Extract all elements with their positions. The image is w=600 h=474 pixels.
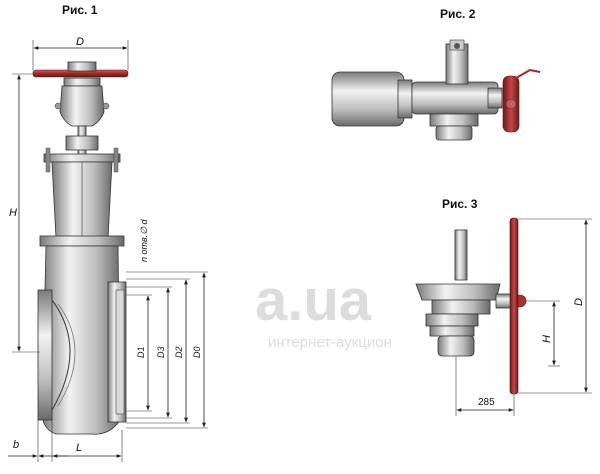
- fig1-body-flange: [39, 235, 125, 247]
- fig1-dim-D2: D2: [174, 346, 184, 358]
- fig3-handwheel: [509, 217, 519, 395]
- fig1-flange-dimensions: [126, 271, 208, 429]
- fig1-body: [41, 245, 121, 435]
- fig3-dim-D: D: [573, 298, 585, 306]
- figure-3: Рис. 3 D H 285: [415, 197, 592, 416]
- fig1-dim-n-holes: n отв.∅ d: [139, 218, 149, 262]
- fig2-coupling: [435, 125, 473, 141]
- fig1-yoke-cap: [63, 77, 101, 87]
- figure-1: Рис. 1 D: [8, 3, 208, 462]
- watermark-text: интернет-аукцион: [268, 334, 392, 351]
- fig3-dim-285: 285: [478, 397, 495, 408]
- fig3-coupling: [437, 335, 475, 357]
- fig3-stem: [454, 229, 468, 281]
- fig1-dim-D3: D3: [156, 346, 166, 358]
- fig2-caption: Рис. 2: [440, 7, 476, 21]
- fig1-dim-H: H: [9, 207, 17, 219]
- fig3-caption: Рис. 3: [442, 197, 478, 211]
- watermark: a.ua интернет-аукцион: [255, 268, 392, 351]
- fig1-bonnet-flange: [43, 153, 121, 163]
- fig1-caption: Рис. 1: [62, 3, 98, 17]
- fig3-gearbox-top: [415, 283, 501, 301]
- fig1-dim-L: L: [76, 442, 82, 454]
- figure-2: Рис. 2: [331, 7, 541, 141]
- fig1-dim-b: b: [13, 439, 19, 451]
- fig1-stem-nut: [67, 61, 97, 72]
- fig1-dim-D0: D0: [192, 346, 202, 358]
- watermark-logo: a.ua: [255, 268, 372, 333]
- fig1-yoke: [59, 85, 105, 127]
- fig2-gearbox: [411, 81, 499, 115]
- fig3-dim-H: H: [541, 335, 553, 343]
- fig1-left-flange: [37, 289, 53, 421]
- fig1-dim-D: D: [76, 36, 84, 48]
- fig1-stuffing-box: [65, 135, 99, 151]
- fig1-dim-D1: D1: [136, 346, 146, 358]
- fig2-motor: [331, 71, 405, 127]
